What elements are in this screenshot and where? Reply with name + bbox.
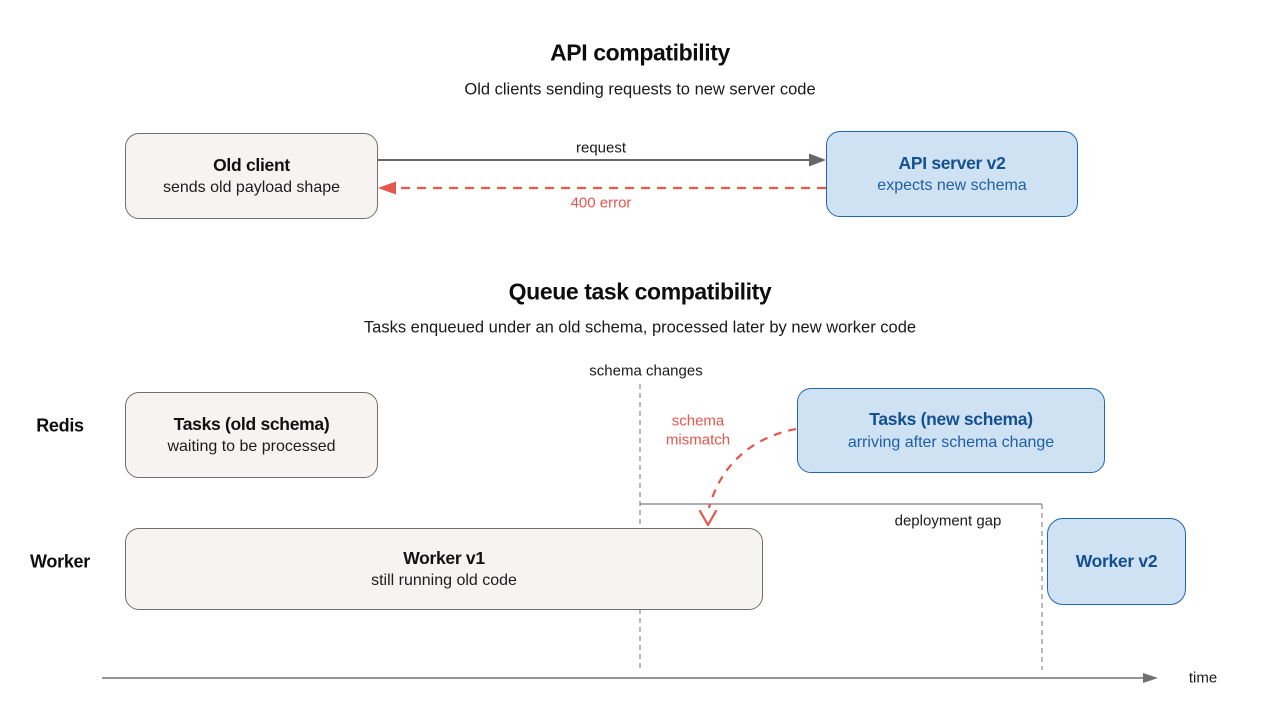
worker-v1-subtitle: still running old code [371, 572, 517, 590]
tasks-old-schema-node: Tasks (old schema) waiting to be process… [125, 392, 378, 478]
worker-v2-title: Worker v2 [1075, 551, 1158, 572]
old-client-subtitle: sends old payload shape [162, 179, 341, 197]
queue-section-title: Queue task compatibility [508, 278, 772, 305]
tasks-old-schema-title: Tasks (old schema) [173, 413, 330, 434]
api-server-v2-title: API server v2 [898, 152, 1006, 173]
old-client-title: Old client [213, 154, 290, 175]
api-section-title: API compatibility [550, 39, 730, 66]
tasks-new-schema-node: Tasks (new schema) arriving after schema… [797, 388, 1105, 473]
deployment-gap-label: deployment gap [894, 512, 1002, 530]
worker-v2-node: Worker v2 [1047, 518, 1186, 605]
schema-mismatch-arrowhead [698, 509, 718, 527]
api-section-subtitle: Old clients sending requests to new serv… [464, 80, 816, 99]
worker-v1-title: Worker v1 [403, 547, 485, 568]
request-arrowhead [809, 153, 826, 167]
tasks-old-schema-subtitle: waiting to be processed [167, 438, 336, 456]
api-server-v2-subtitle: expects new schema [877, 177, 1027, 195]
api-server-v2-node: API server v2 expects new schema [826, 131, 1078, 217]
timeline-arrowhead [1143, 673, 1158, 683]
request-arrow-label: request [575, 139, 627, 157]
lane-label-worker: Worker [30, 551, 90, 572]
tasks-new-schema-subtitle: arriving after schema change [847, 433, 1055, 451]
queue-section-subtitle: Tasks enqueued under an old schema, proc… [363, 318, 917, 337]
lane-label-redis: Redis [36, 415, 84, 436]
worker-v1-node: Worker v1 still running old code [125, 528, 763, 610]
schema-mismatch-curve [707, 427, 797, 509]
tasks-new-schema-title: Tasks (new schema) [869, 409, 1033, 430]
old-client-node: Old client sends old payload shape [125, 133, 378, 219]
schema-changes-label: schema changes [589, 362, 703, 380]
error-arrowhead [378, 181, 396, 195]
error-arrow-label: 400 error [570, 194, 632, 212]
timeline-label: time [1188, 669, 1218, 687]
schema-mismatch-label: schema mismatch [665, 412, 731, 448]
